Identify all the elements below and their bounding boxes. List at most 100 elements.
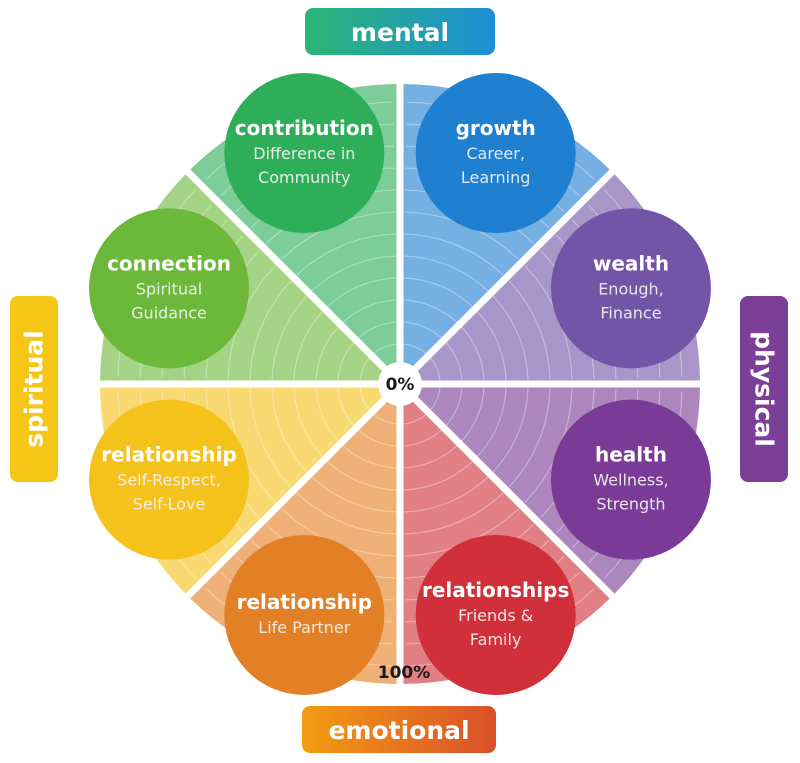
wedge-7-scale-line (341, 299, 398, 324)
wedge-3-scale-line (401, 428, 444, 447)
wedge-6-scale-line (337, 340, 356, 383)
segment-subtitle-0-1: Learning (461, 168, 530, 187)
wedge-0-scale-line (402, 277, 474, 308)
segment-circle-2 (550, 399, 711, 560)
segment-subtitle-5-1: Self-Love (133, 495, 206, 514)
wedge-separator-3 (397, 381, 618, 602)
segment-subtitle-6-0: Spiritual (136, 279, 202, 298)
mental-tab-label: mental (351, 18, 449, 47)
emotional-tab-label: emotional (328, 716, 469, 745)
segment-subtitle-7-0: Difference in (253, 144, 355, 163)
wedge-4-scale-line (356, 428, 399, 447)
dimension-tab-emotional: emotional (302, 706, 496, 753)
dimension-tab-mental: mental (305, 8, 495, 55)
outer-scale-label: 100% (378, 663, 431, 683)
segment-subtitle-6-1: Guidance (131, 303, 207, 322)
wedge-1-scale-line (492, 295, 529, 381)
wedge-4-scale-line (326, 460, 398, 491)
dimension-tab-spiritual: spiritual (10, 296, 58, 482)
wedge-4-scale-line (296, 492, 397, 535)
segment-subtitle-5-0: Self-Respect, (117, 471, 221, 490)
spiritual-tab-bg (10, 296, 58, 482)
segment-subtitle-2-0: Wellness, (593, 471, 668, 490)
wedge-2-scale-line (460, 386, 485, 443)
physical-tab-label: physical (750, 331, 779, 447)
wedge-4-scale-line (311, 476, 397, 513)
wedge-4-scale-line (341, 444, 398, 469)
wedge-1-scale-line (444, 340, 463, 383)
wedge-1-scale-line (460, 325, 485, 382)
segment-circle-0 (415, 73, 576, 234)
segment-title-5: relationship (101, 443, 237, 467)
segment-subtitle-3-1: Family (470, 630, 521, 649)
segment-subtitle-4-0: Life Partner (258, 618, 350, 637)
wedge-0-scale-line (401, 321, 444, 340)
segment-title-0: growth (456, 116, 536, 140)
mental-tab-bg (305, 8, 495, 55)
emotional-tab-bg (302, 706, 496, 753)
wedge-2-scale-line (476, 386, 507, 458)
wedge-separator-5 (182, 381, 403, 602)
wedge-1-scale-line (476, 310, 507, 382)
segment-subtitle-1-0: Enough, (598, 279, 664, 298)
segment-subtitle-7-1: Community (258, 168, 351, 187)
spiritual-tab-label: spiritual (20, 330, 49, 447)
wedge-3-scale-line (402, 460, 474, 491)
wedge-6-scale-line (315, 325, 340, 382)
wedge-7-scale-line (296, 233, 397, 276)
segment-circle-7 (224, 73, 385, 234)
wedge-5-scale-line (315, 386, 340, 443)
dimension-tab-physical: physical (740, 296, 788, 482)
segment-title-2: health (595, 443, 667, 467)
wedge-3-scale-line (403, 476, 489, 513)
segment-subtitle-2-1: Strength (596, 495, 665, 514)
segment-circle-6 (89, 208, 250, 369)
wedge-2-scale-line (508, 387, 551, 488)
wedge-6-scale-line (293, 310, 324, 382)
wedge-3-scale-line (403, 492, 504, 535)
segment-subtitle-1-1: Finance (600, 303, 661, 322)
center-scale-label: 0% (386, 375, 415, 395)
wedge-5-scale-line (271, 387, 308, 473)
wedge-separator-1 (397, 166, 618, 387)
segment-subtitle-3-0: Friends & (458, 606, 533, 625)
segment-title-6: connection (107, 251, 231, 275)
wedge-separators (96, 80, 704, 688)
segment-title-1: wealth (593, 251, 669, 275)
segment-title-4: relationship (237, 590, 373, 614)
segment-circle-3 (415, 534, 576, 695)
segment-circle-5 (89, 399, 250, 560)
wedge-0-scale-line (403, 233, 504, 276)
segment-circle-1 (550, 208, 711, 369)
wedge-7-scale-line (356, 321, 399, 340)
wedge-0-scale-line (403, 255, 489, 292)
wedge-3-scale-line (402, 444, 459, 469)
wedge-separator-7 (182, 166, 403, 387)
wedge-7-scale-line (311, 255, 397, 292)
wedge-1-scale-line (508, 280, 551, 381)
wedge-6-scale-line (249, 280, 292, 381)
wedge-2-scale-line (444, 385, 463, 428)
wedge-0-scale-line (402, 299, 459, 324)
segment-subtitle-0-0: Career, (466, 144, 525, 163)
wedge-5-scale-line (337, 385, 356, 428)
wedge-7-scale-line (326, 277, 398, 308)
wedge-6-scale-line (271, 295, 308, 381)
segment-title-7: contribution (235, 116, 374, 140)
segment-circle-4 (224, 534, 385, 695)
wedge-5-scale-line (293, 386, 324, 458)
physical-tab-bg (740, 296, 788, 482)
wedge-5-scale-line (249, 387, 292, 488)
center-hub (378, 362, 422, 406)
wedge-2-scale-line (492, 387, 529, 473)
